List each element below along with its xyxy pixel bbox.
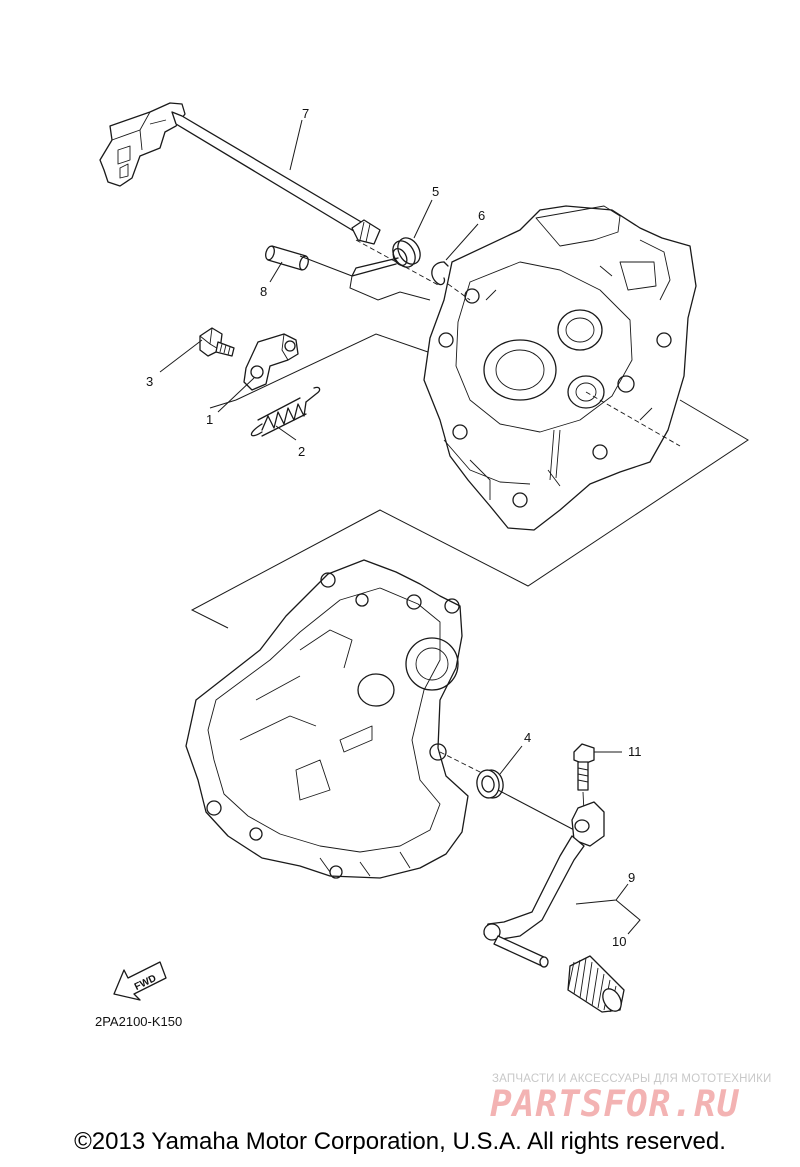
shift-pedal-part-9	[483, 801, 605, 968]
callout-11: 11	[628, 744, 642, 759]
watermark-logo: PARTSFOR.RU	[490, 1084, 740, 1125]
callout-6: 6	[478, 208, 485, 223]
tension-spring-part-2	[250, 386, 321, 437]
spring-part-5	[351, 237, 421, 277]
callout-7: 7	[302, 106, 309, 121]
callout-10: 10	[612, 934, 626, 949]
crankcase-right-half	[423, 205, 697, 531]
callout-9: 9	[628, 870, 635, 885]
pedal-rubber-part-10	[567, 955, 625, 1013]
callout-5: 5	[432, 184, 439, 199]
callout-numbers: 7 5 6 8 3 1 2 4 11 9 10	[146, 106, 642, 949]
diagram-code: 2PA2100-K150	[95, 1014, 183, 1029]
callout-1: 1	[206, 412, 213, 427]
stopper-lever-part-1	[243, 333, 299, 391]
assembly-frame-lines	[190, 239, 749, 777]
fwd-arrow-icon: FWD	[113, 961, 167, 1001]
crankcase-left-half	[185, 559, 469, 879]
callout-4: 4	[524, 730, 531, 745]
callout-8: 8	[260, 284, 267, 299]
circlip-part-6	[431, 261, 449, 286]
bolt-part-3	[199, 327, 235, 357]
callout-leaders	[159, 119, 641, 935]
bolt-part-11	[573, 743, 595, 813]
watermark-caption: ЗАПЧАСТИ И АКСЕССУАРЫ ДЛЯ МОТОТЕХНИКИ	[492, 1073, 772, 1085]
shift-shaft-part-7	[99, 102, 381, 245]
oil-seal-part-4	[476, 769, 579, 833]
callout-2: 2	[298, 444, 305, 459]
dowel-pin-part-8	[265, 245, 309, 271]
callout-3: 3	[146, 374, 153, 389]
copyright-notice: ©2013 Yamaha Motor Corporation, U.S.A. A…	[74, 1128, 726, 1155]
